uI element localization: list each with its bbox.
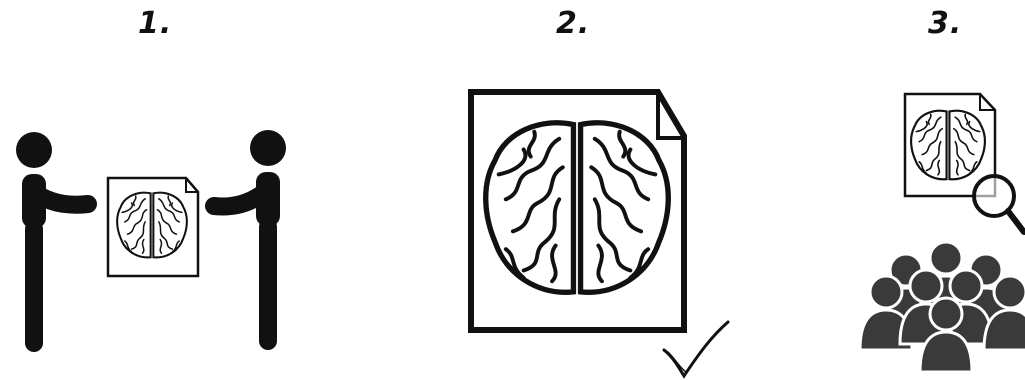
step-3-panel — [860, 94, 1025, 372]
approved-document-icon — [471, 92, 684, 330]
step-1-panel — [16, 130, 286, 352]
person-right-icon — [214, 130, 286, 350]
crowd-icon — [860, 242, 1025, 372]
magnifier-icon — [974, 176, 1024, 232]
step-2-panel — [471, 92, 728, 376]
person-left-icon — [16, 132, 88, 352]
shared-document-icon — [108, 178, 198, 276]
